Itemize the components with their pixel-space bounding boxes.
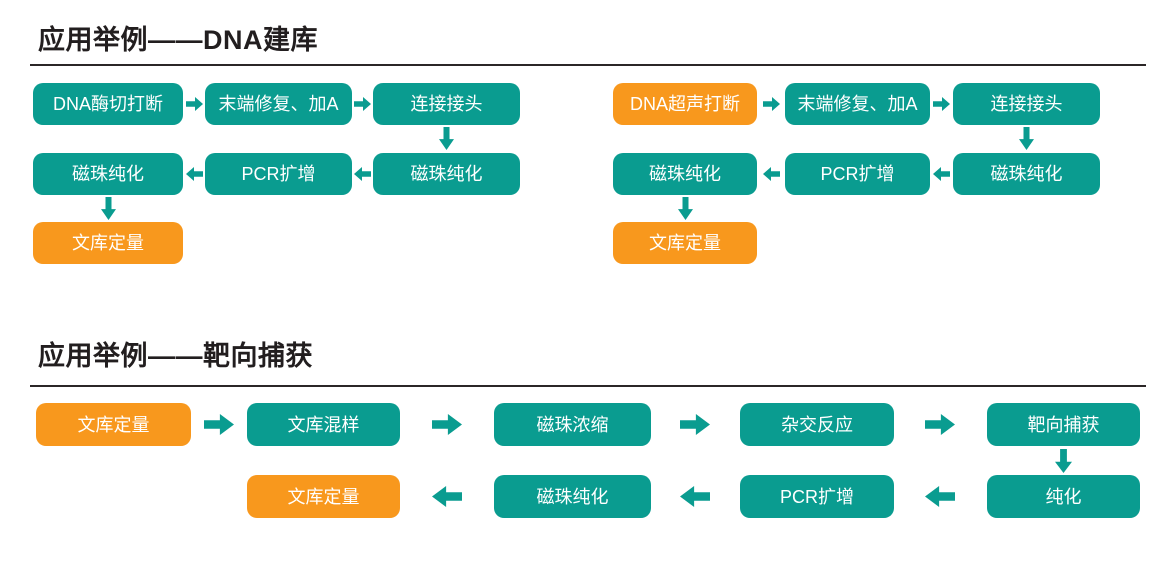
arrow-left-icon: [432, 486, 462, 507]
section-title-dna-library: 应用举例——DNA建库: [38, 25, 318, 55]
step-library-quantification: 文库定量: [613, 222, 757, 264]
arrow-right-icon: [933, 97, 950, 111]
arrow-down-icon: [1019, 127, 1034, 150]
step-sonication-fragmentation: DNA超声打断: [613, 83, 757, 125]
arrow-right-icon: [763, 97, 780, 111]
arrow-left-icon: [186, 167, 203, 181]
arrow-left-icon: [925, 486, 955, 507]
step-library-quantification: 文库定量: [36, 403, 191, 446]
section-divider-line: [30, 64, 1146, 66]
arrow-left-icon: [933, 167, 950, 181]
section-divider-line: [30, 385, 1146, 387]
step-library-quantification: 文库定量: [33, 222, 183, 264]
arrow-right-icon: [186, 97, 203, 111]
arrow-right-icon: [354, 97, 371, 111]
step-adapter-ligation: 连接接头: [953, 83, 1100, 125]
arrow-right-icon: [204, 414, 234, 435]
step-bead-purification: 磁珠纯化: [373, 153, 520, 195]
step-library-pooling: 文库混样: [247, 403, 400, 446]
step-bead-purification: 磁珠纯化: [953, 153, 1100, 195]
step-pcr-amplification: PCR扩增: [740, 475, 894, 518]
step-bead-purification-final: 磁珠纯化: [613, 153, 757, 195]
arrow-left-icon: [354, 167, 371, 181]
step-enzyme-fragmentation: DNA酶切打断: [33, 83, 183, 125]
step-bead-purification: 磁珠纯化: [494, 475, 651, 518]
arrow-down-icon: [101, 197, 116, 220]
arrow-right-icon: [680, 414, 710, 435]
step-pcr-amplification: PCR扩增: [785, 153, 930, 195]
arrow-left-icon: [763, 167, 780, 181]
step-hybridization-reaction: 杂交反应: [740, 403, 894, 446]
step-end-repair-a-tailing: 末端修复、加A: [785, 83, 930, 125]
arrow-right-icon: [925, 414, 955, 435]
arrow-right-icon: [432, 414, 462, 435]
section-title-target-capture: 应用举例——靶向捕获: [38, 341, 313, 371]
step-pcr-amplification: PCR扩增: [205, 153, 352, 195]
arrow-down-icon: [439, 127, 454, 150]
step-end-repair-a-tailing: 末端修复、加A: [205, 83, 352, 125]
step-library-quantification: 文库定量: [247, 475, 400, 518]
arrow-down-icon: [678, 197, 693, 220]
step-purification: 纯化: [987, 475, 1140, 518]
step-bead-purification-final: 磁珠纯化: [33, 153, 183, 195]
step-adapter-ligation: 连接接头: [373, 83, 520, 125]
arrow-left-icon: [680, 486, 710, 507]
step-bead-concentration: 磁珠浓缩: [494, 403, 651, 446]
step-target-capture: 靶向捕获: [987, 403, 1140, 446]
arrow-down-icon: [1055, 449, 1072, 473]
